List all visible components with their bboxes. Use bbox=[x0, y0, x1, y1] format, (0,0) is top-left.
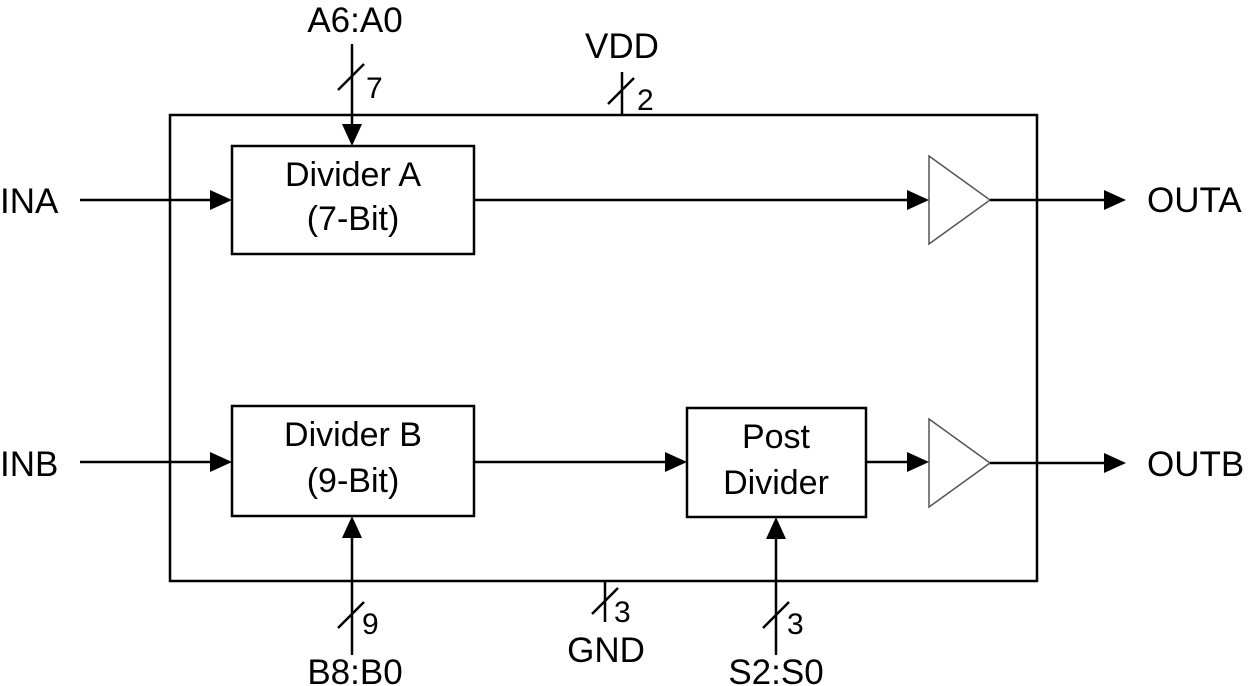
gnd-width: 3 bbox=[614, 596, 631, 629]
gnd-pin: 3 GND bbox=[567, 581, 645, 670]
s-bus-width: 3 bbox=[787, 608, 804, 641]
outa-label: OUTA bbox=[1147, 181, 1242, 220]
b-bus-width: 9 bbox=[362, 608, 379, 641]
buffer-b-icon bbox=[928, 417, 992, 509]
outa-signal: OUTA bbox=[990, 181, 1242, 220]
divider-b-title: Divider B bbox=[284, 416, 422, 454]
post-divider-block: Post Divider bbox=[685, 406, 868, 519]
b-bus-label: B8:B0 bbox=[307, 653, 402, 686]
buffer-a-icon bbox=[928, 154, 992, 246]
outb-label: OUTB bbox=[1147, 445, 1244, 484]
divider-b-subtitle: (9-Bit) bbox=[307, 462, 400, 500]
ina-label: INA bbox=[0, 182, 59, 221]
outb-signal: OUTB bbox=[990, 445, 1244, 484]
inb-signal: INB bbox=[0, 445, 232, 484]
b-bus: 9 B8:B0 bbox=[307, 516, 403, 686]
inb-label: INB bbox=[0, 445, 58, 484]
post-divider-output-wire bbox=[866, 452, 929, 472]
vdd-pin: VDD 2 bbox=[585, 27, 659, 117]
vdd-label: VDD bbox=[585, 27, 659, 66]
a-bus-label: A6:A0 bbox=[307, 1, 402, 40]
divider-b-output-wire bbox=[474, 452, 687, 472]
post-divider-subtitle: Divider bbox=[723, 464, 829, 502]
divider-a-output-wire bbox=[474, 190, 929, 210]
divider-a-block: Divider A (7-Bit) bbox=[230, 144, 476, 256]
a-bus: A6:A0 7 bbox=[307, 1, 403, 146]
s-bus: 3 S2:S0 bbox=[728, 517, 824, 686]
post-divider-title: Post bbox=[742, 418, 811, 456]
chip-outline bbox=[168, 113, 1039, 583]
vdd-width: 2 bbox=[637, 84, 654, 117]
a-bus-width: 7 bbox=[366, 72, 383, 105]
ina-signal: INA bbox=[0, 182, 232, 221]
divider-a-title: Divider A bbox=[285, 156, 421, 194]
s-bus-label: S2:S0 bbox=[728, 653, 823, 686]
divider-b-block: Divider B (9-Bit) bbox=[230, 404, 476, 518]
divider-a-subtitle: (7-Bit) bbox=[307, 200, 400, 238]
gnd-label: GND bbox=[567, 631, 645, 670]
